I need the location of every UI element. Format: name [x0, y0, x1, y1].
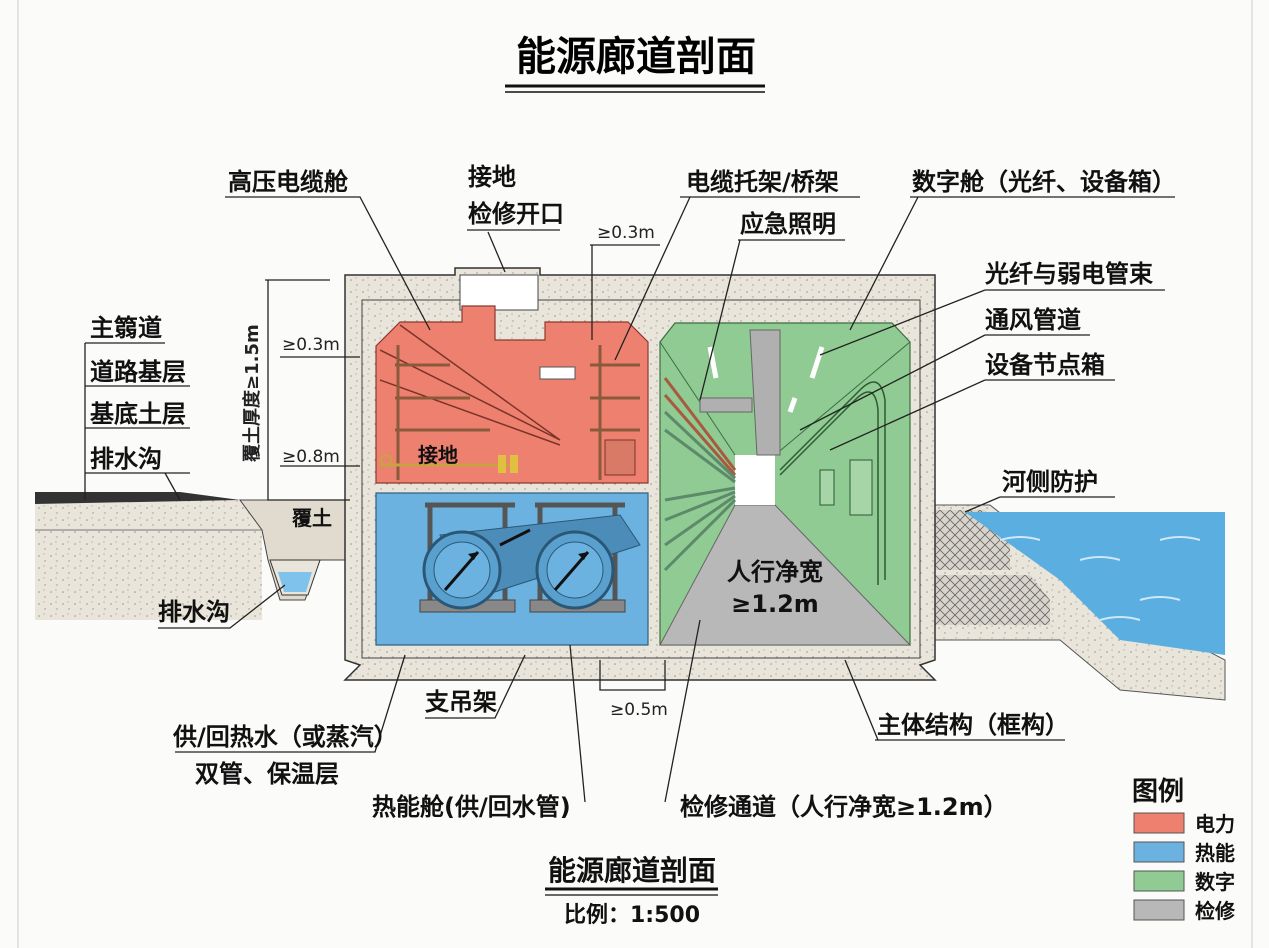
- dim-wall-bottom: ≥0.8m: [282, 447, 340, 467]
- legend-swatch: [1133, 899, 1185, 921]
- legend-label: 检修: [1195, 899, 1236, 923]
- label-subgrade: 基底土层: [90, 400, 186, 428]
- label-fiber-bundle: 光纤与弱电管束: [984, 260, 1154, 288]
- legend-item-power: 电力: [1133, 812, 1235, 836]
- label-hot-water-1: 供/回热水（或蒸汽）: [172, 723, 398, 751]
- label-river-protection: 河侧防护: [1002, 468, 1098, 496]
- label-maintenance-passage: 检修通道（人行净宽≥1.2m）: [680, 793, 1008, 821]
- page-title: 能源廊道剖面: [516, 34, 756, 80]
- legend-label: 热能: [1195, 841, 1235, 865]
- label-heat-cabin: 热能舱(供/回水管): [372, 793, 571, 821]
- label-cover-thickness: 覆土厚度≥1.5m: [241, 324, 263, 462]
- label-hanger: 支吊架: [425, 688, 497, 716]
- footer-title: 能源廊道剖面: [548, 854, 716, 887]
- legend-label: 电力: [1195, 812, 1235, 836]
- legend-swatch: [1133, 841, 1185, 863]
- footer-scale: 比例：1:500: [564, 903, 700, 928]
- dim-wall-top: ≥0.3m: [282, 335, 340, 355]
- label-drain-ditch-2: 排水沟: [158, 598, 230, 626]
- walk-width-label-2: ≥1.2m: [731, 590, 819, 618]
- label-hot-water-2: 双管、保温层: [195, 760, 339, 788]
- label-digital-cabin: 数字舱（光纤、设备箱）: [912, 168, 1176, 196]
- label-cable-tray: 电缆托架/桥架: [686, 168, 839, 196]
- vanishing-end: [735, 455, 775, 505]
- power-cabin: [375, 305, 649, 484]
- ventilation-duct-shape: [749, 329, 781, 456]
- legend: 图例 电力 热能 数字 检修: [1132, 777, 1236, 923]
- equipment-node-box: [849, 459, 873, 516]
- legend-swatch: [1133, 870, 1185, 892]
- legend-item-digital: 数字: [1133, 870, 1235, 894]
- dim-top-gap: ≥0.3m: [597, 223, 655, 243]
- legend-item-heat: 热能: [1133, 841, 1235, 865]
- digital-cabin: 人行净宽 ≥1.2m: [659, 322, 912, 646]
- label-hv-cable-cabin: 高压电缆舱: [228, 168, 349, 196]
- label-ventilation-duct: 通风管道: [985, 306, 1081, 334]
- dim-bottom-gap: ≥0.5m: [610, 700, 668, 720]
- river-bank: [934, 504, 1226, 701]
- inspection-hatch: [459, 274, 539, 311]
- label-main-structure: 主体结构（框构）: [877, 711, 1069, 739]
- legend-label: 数字: [1195, 870, 1235, 894]
- cabinet: [604, 439, 636, 476]
- label-cover-soil: 覆土: [291, 506, 332, 530]
- left-ground: [35, 492, 351, 620]
- legend-item-maintenance: 检修: [1133, 899, 1236, 923]
- ceiling-light: [539, 366, 576, 380]
- river-water: [965, 512, 1225, 655]
- label-emergency-lighting: 应急照明: [740, 210, 836, 238]
- label-drain-ditch: 排水沟: [90, 445, 162, 473]
- leader-lines: [84, 196, 1175, 803]
- label-grounding-inner: 接地: [418, 443, 458, 467]
- label-inspection-opening: 检修开口: [468, 200, 564, 228]
- label-equipment-box: 设备节点箱: [985, 351, 1105, 379]
- label-main-road: 主篛道: [90, 314, 162, 342]
- label-grounding-top: 接地: [468, 163, 516, 191]
- walk-width-label-1: 人行净宽: [727, 558, 823, 586]
- legend-title: 图例: [1132, 777, 1184, 807]
- heat-cabin: [375, 492, 649, 646]
- legend-swatch: [1133, 812, 1185, 834]
- label-road-base: 道路基层: [90, 358, 186, 386]
